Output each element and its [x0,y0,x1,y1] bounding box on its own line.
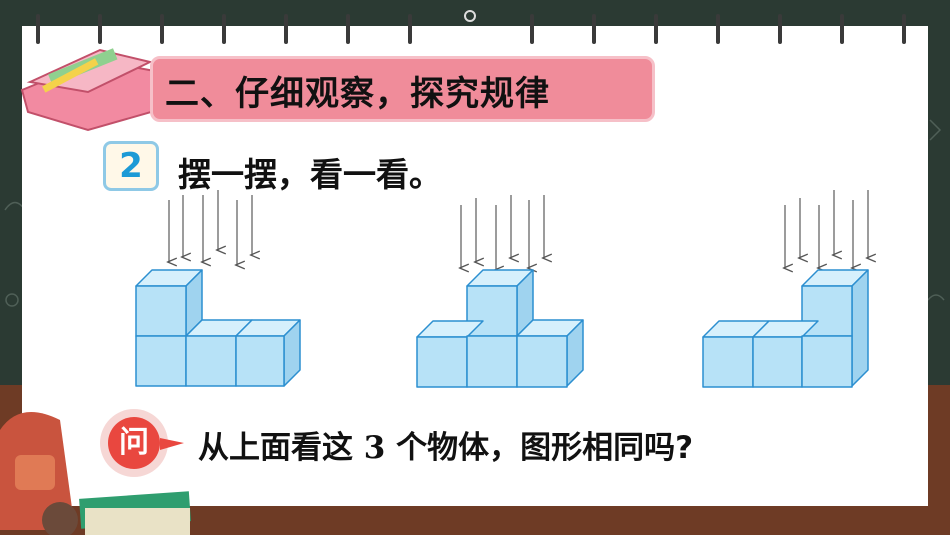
question-text-after: 个物体，图形相同吗? [385,430,694,466]
question-number: 3 [363,430,386,466]
figure-3-cubes [702,269,869,388]
question-badge-label: 问 [119,425,149,460]
question-badge [100,409,184,477]
task-number: 2 [119,146,143,186]
binder-rings [36,14,906,44]
task-instruction: 摆一摆，看一看。 [178,155,442,194]
pencil-case-icon [20,48,167,132]
figure-2-cubes [416,269,584,388]
section-banner [150,56,655,122]
question-text-before: 从上面看这 [198,430,364,466]
hang-ring-icon [464,10,476,22]
task-number-badge [103,141,159,191]
school-supplies-illustration [0,412,191,535]
figure-2-arrows [461,195,544,270]
figure-1-arrows [169,190,252,265]
figure-1-cubes [135,269,301,387]
section-title: 二、仔细观察，探究规律 [165,74,550,114]
figure-3-arrows [785,190,868,268]
question-text: 从上面看这 3 个物体，图形相同吗? [198,422,693,467]
